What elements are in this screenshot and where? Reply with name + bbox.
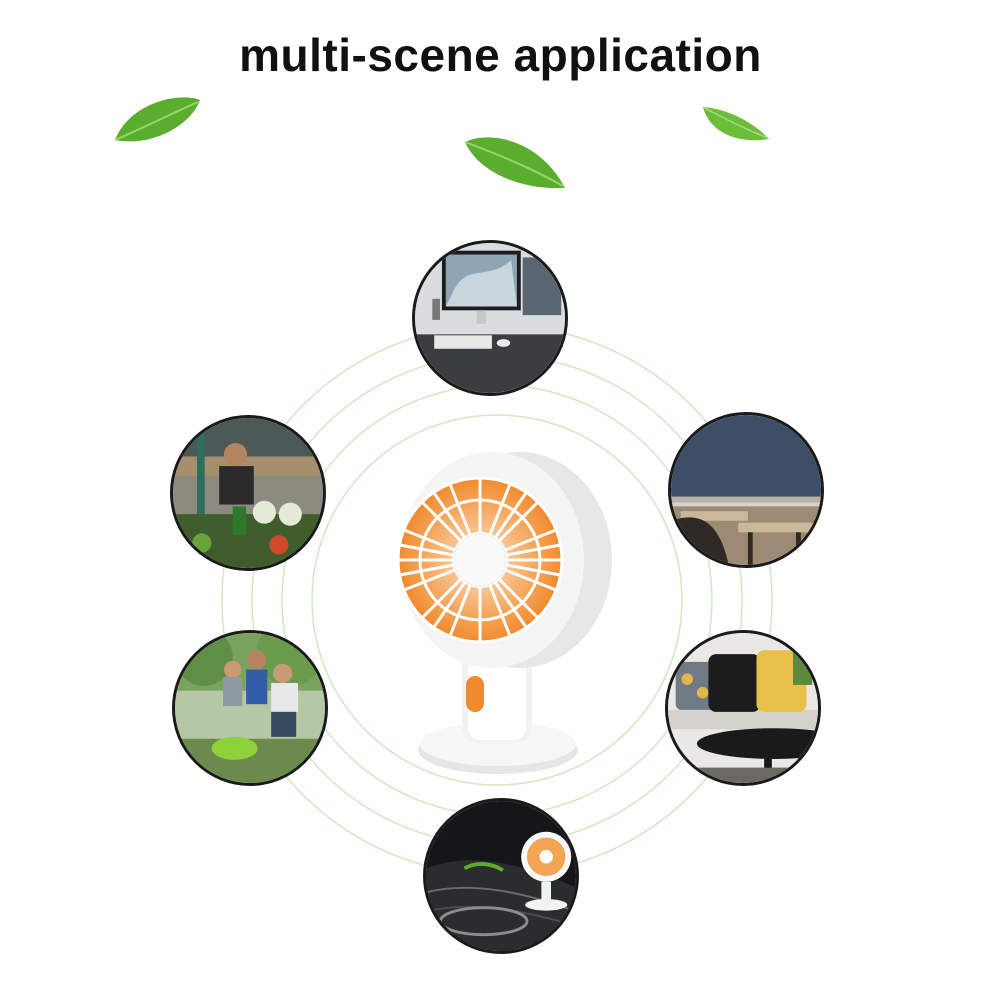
- outdoor-picnic-scene: [172, 630, 328, 786]
- leaf-icon: [114, 97, 200, 142]
- page-title: multi-scene application: [239, 29, 762, 81]
- car-scene: [423, 798, 579, 954]
- classroom-scene: [668, 412, 824, 568]
- market-scene: [170, 415, 326, 571]
- desk-fan: [396, 452, 612, 774]
- leaf-icon: [702, 106, 769, 141]
- leaf-icon: [464, 137, 565, 189]
- living-room-scene: [665, 630, 821, 786]
- power-button: [466, 676, 484, 712]
- office-desk-scene: [412, 240, 568, 396]
